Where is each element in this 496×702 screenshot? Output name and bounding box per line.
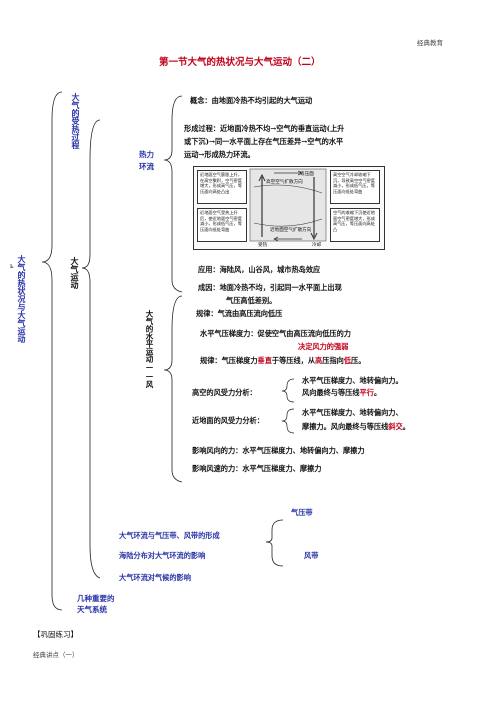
diagram-heated: 受热 — [258, 243, 268, 248]
pgf-red: 决定风力的强弱 — [298, 342, 349, 351]
thermal-concept: 概念：由地面冷热不均引起的大气运动 — [190, 96, 313, 105]
circulation-formation: 大气环流与气压带、风带的形成 — [119, 531, 220, 540]
rule2-end: 压。 — [351, 356, 366, 365]
thermal-circulation-diagram: 近地面空气膨胀上升，在高空聚积，空气密度增大，形成高气压，等压面向高处凸出 近地… — [193, 166, 385, 250]
branch-heat-process: 大气的受热过程 — [71, 93, 81, 149]
surface-label: 近地面的风受力分析： — [192, 416, 264, 425]
diagram-cooled: 冷却 — [312, 243, 322, 248]
diagram-box-bottom-left: 近地面空气受热上升后，使近地面空气密度减小，形成低气压，等压面向低处弯曲 — [197, 208, 247, 242]
wind-belts: 风带 — [304, 551, 319, 560]
wind-cause-2: 气压高低差别。 — [226, 296, 277, 305]
wind-speed-forces: 影响风速的力：水平气压梯度力、摩擦力 — [192, 464, 322, 473]
thermal-formation-3: 运动→形成热力环流。 — [184, 150, 255, 159]
pgf-main: 促使空气由高压流向低压的力 — [257, 329, 351, 338]
diagram-drawing — [249, 168, 327, 242]
header-source: 经典教育 — [417, 39, 443, 47]
branch-motion: 大气运动 — [70, 257, 80, 289]
pgf-line: 水平气压梯度力：促使空气由高压流向低压的力 — [200, 329, 351, 340]
surface-forces-2-end: 。 — [402, 422, 410, 431]
thermal-formation-2: 或下沉)→同一水平面上存在气压差异→空气的水平 — [184, 137, 344, 146]
rule2-red-3: 低 — [343, 356, 352, 365]
root-topic: 大气的热状况与大气运动 — [17, 255, 27, 343]
footer-label: 经典讲点（一） — [33, 651, 79, 659]
exercise-heading: 【巩固练习】 — [33, 630, 78, 639]
pgf-prefix: 水平气压梯度力： — [200, 329, 258, 338]
wind-direction-forces: 影响风向的力：水平气压梯度力、地转偏向力、摩擦力 — [192, 446, 365, 455]
surface-forces-2-prefix: 摩擦力。风向最终与等压线 — [302, 422, 389, 431]
upper-result-end: 。 — [373, 388, 382, 397]
rule2-red-1: 垂直 — [257, 356, 272, 365]
upper-result-red: 平行 — [359, 388, 374, 397]
thermal-label-2: 环流 — [139, 162, 154, 171]
wind-label: 大气的水平运动——风 — [145, 310, 154, 388]
wind-rule-2: 规律：气压梯度力垂直于等压线，从高压指向低压。 — [200, 356, 365, 367]
surface-forces-1: 水平气压梯度力、地转偏向力、 — [302, 408, 403, 417]
root-marker: ь — [10, 262, 14, 270]
diagram-box-top-left: 近地面空气膨胀上升，在高空聚积，空气密度增大，形成高气压，等压面向高处凸出 — [197, 170, 247, 204]
upper-forces: 水平气压梯度力、地转偏向力。 — [302, 376, 403, 385]
diagram-isobar: 等压面 — [300, 172, 314, 177]
surface-forces-2: 摩擦力。风向最终与等压线斜交。 — [302, 422, 410, 433]
rule2-prefix: 规律：气压梯度力 — [200, 356, 258, 365]
circulation-climate: 大气环流对气候的影响 — [119, 573, 191, 582]
wind-rule-1: 规律：气流由高压流向低压 — [196, 309, 283, 318]
pressure-belts: 气压带 — [291, 508, 313, 517]
surface-forces-2-red: 斜交 — [388, 422, 403, 431]
land-sea-influence: 海陆分布对大气环流的影响 — [119, 551, 206, 560]
upper-result-prefix: 风向最终与等压线 — [302, 388, 360, 397]
branch-wind-systems-1: 几种重要的 — [77, 594, 115, 603]
diagram-mid-bottom: 近地面空气扩散方向 — [270, 228, 312, 233]
upper-result: 风向最终与等压线平行。 — [302, 388, 381, 399]
diagram-box-bottom-right: 空气的收缩下沉使近地面空气密度增大，形成高气压，等压面向高处凸 — [330, 208, 380, 242]
page-title: 第一节大气的热状况与大气运动（二） — [159, 57, 321, 68]
rule2-red-2: 高 — [315, 356, 323, 365]
wind-cause-1: 成因：地面冷热不均，引起同一水平面上出现 — [198, 283, 342, 292]
thermal-application: 应用：海陆风，山谷风，城市热岛效应 — [198, 265, 321, 274]
rule2-mid-2: 压指向 — [322, 356, 344, 365]
thermal-label-1: 热力 — [139, 150, 154, 159]
diagram-mid-top: 高空空气扩散方向 — [266, 180, 303, 185]
thermal-formation-1: 形成过程：近地面冷热不均→空气的垂直运动(上升 — [184, 124, 345, 133]
rule2-mid: 于等压线，从 — [271, 356, 316, 365]
upper-label: 高空的风受力分析： — [192, 388, 257, 397]
branch-wind-systems-2: 天气系统 — [77, 605, 107, 614]
diagram-box-top-right: 高空空气冷却收缩下沉，导致高空空气密度减小，形成低气压，等压面向低处弯曲 — [330, 170, 380, 204]
